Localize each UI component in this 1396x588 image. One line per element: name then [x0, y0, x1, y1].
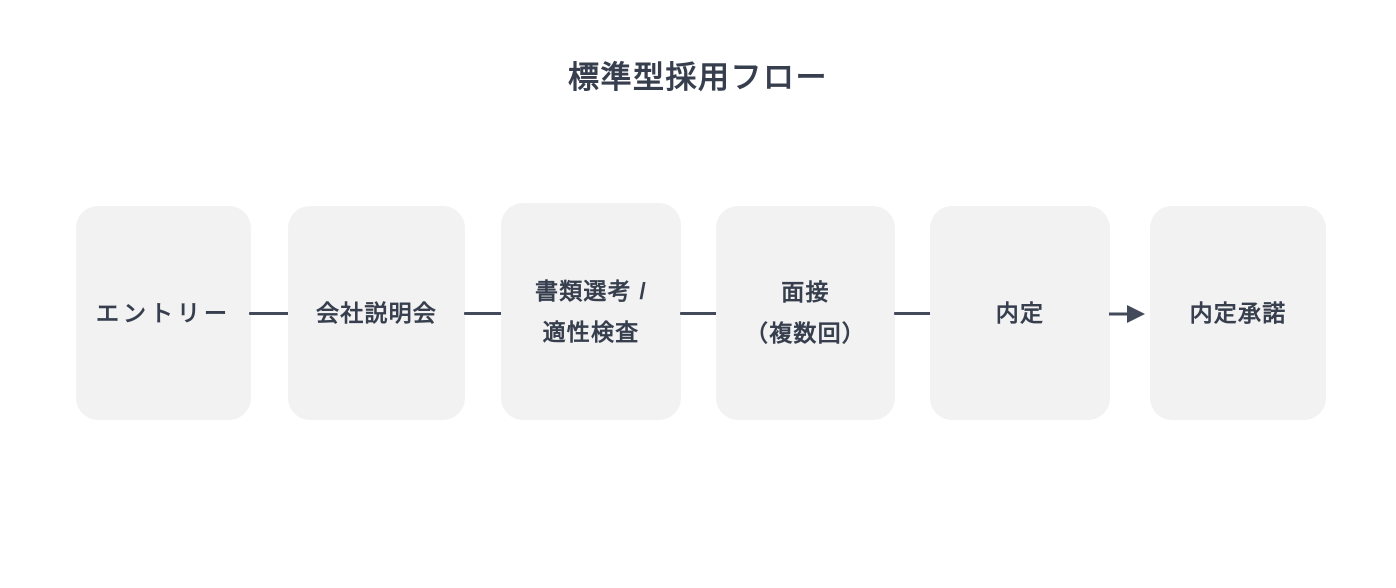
flow-node-screening-label-line1: 書類選考 /	[535, 277, 647, 304]
flow-node-entry[interactable]: エントリー	[76, 206, 251, 420]
flow-node-screening-label: 書類選考 / 適性検査	[535, 271, 647, 353]
connector-screening-to-interview	[680, 312, 718, 315]
flow-node-entry-label: エントリー	[96, 299, 231, 326]
flow-node-offer-label: 内定	[995, 299, 1045, 326]
flow-node-acceptance-label: 内定承諾	[1189, 299, 1287, 326]
connector-entry-to-info	[249, 312, 290, 315]
flow-node-acceptance[interactable]: 内定承諾	[1150, 206, 1326, 420]
flow-node-offer[interactable]: 内定	[930, 206, 1110, 420]
flow-node-screening-label-line2: 適性検査	[542, 318, 640, 345]
page-title: 標準型採用フロー	[568, 60, 828, 95]
flow-node-interview[interactable]: 面接 （複数回）	[716, 206, 895, 420]
flow-node-interview-label-line1: 面接	[781, 279, 830, 305]
connector-info-to-screening	[464, 312, 503, 315]
flow-node-info-session[interactable]: 会社説明会	[288, 206, 465, 420]
connector-offer-to-acceptance-arrow-icon	[1109, 305, 1145, 323]
flow-node-screening[interactable]: 書類選考 / 適性検査	[501, 203, 681, 420]
flow-node-interview-label-line2: （複数回）	[745, 320, 866, 346]
connector-interview-to-offer	[894, 312, 932, 315]
flow-node-info-session-label: 会社説明会	[316, 299, 437, 326]
flow-node-interview-label: 面接 （複数回）	[745, 272, 866, 354]
